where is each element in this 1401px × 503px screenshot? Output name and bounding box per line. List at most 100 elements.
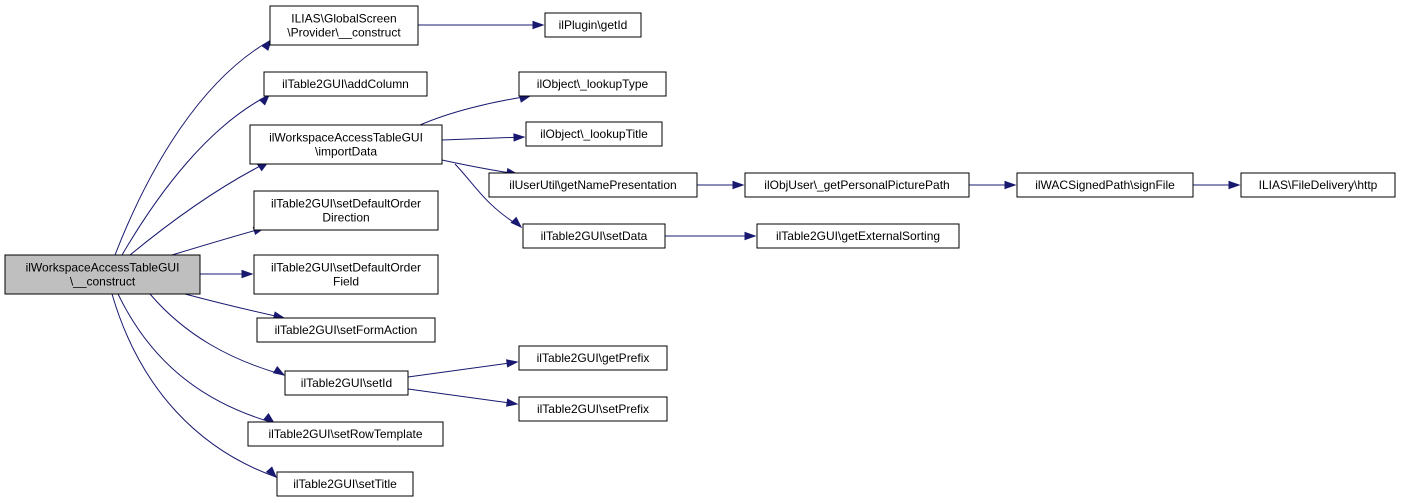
node-box	[256, 317, 436, 343]
node-setid[interactable]: ilTable2GUI\setId	[284, 370, 409, 396]
edge-root-setrowtpl	[117, 293, 276, 424]
edge-root-setdefdir	[171, 226, 266, 256]
node-box	[253, 254, 439, 295]
node-label: ilTable2GUI\setFormAction	[275, 323, 418, 337]
node-box	[276, 471, 414, 497]
node-label: ilObjUser\_getPersonalPicturePath	[764, 178, 949, 192]
edge-line	[129, 161, 269, 256]
edge-getpicpath-signfile	[969, 180, 1017, 190]
node-box	[247, 421, 444, 447]
edge-root-settitle	[111, 293, 278, 479]
edge-root-setdeffield	[200, 269, 254, 279]
node-box	[518, 71, 667, 97]
node-label: ilTable2GUI\setTitle	[293, 477, 397, 491]
edge-line	[149, 293, 285, 376]
node-box	[525, 121, 663, 147]
node-label: Field	[333, 275, 359, 289]
node-addcolumn[interactable]: ilTable2GUI\addColumn	[263, 71, 428, 97]
arrowhead-icon	[263, 413, 276, 424]
arrowhead-icon	[241, 269, 254, 279]
node-box	[269, 5, 419, 46]
edge-line	[121, 94, 270, 256]
node-lookuptitle[interactable]: ilObject\_lookupTitle	[525, 121, 663, 147]
node-box	[744, 172, 970, 198]
node-label: ILIAS\FileDelivery\http	[1259, 178, 1378, 192]
node-label: ilObject\_lookupTitle	[540, 127, 648, 141]
node-setprefix[interactable]: ilTable2GUI\setPrefix	[518, 396, 668, 422]
node-gs-construct[interactable]: ILIAS\GlobalScreen\Provider\__construct	[269, 5, 419, 46]
node-label: ilTable2GUI\addColumn	[282, 77, 409, 91]
node-getprefix[interactable]: ilTable2GUI\getPrefix	[518, 345, 668, 371]
node-box	[1016, 172, 1194, 198]
edge-importdata-setdata	[454, 163, 523, 229]
edge-line	[114, 39, 272, 256]
edge-line	[441, 136, 525, 141]
edge-line	[407, 388, 518, 405]
node-label: ilTable2GUI\setId	[301, 376, 392, 390]
node-setrowtpl[interactable]: ilTable2GUI\setRowTemplate	[247, 421, 444, 447]
edge-line	[441, 159, 518, 175]
node-label: ilPlugin\getId	[559, 18, 628, 32]
edge-line	[419, 95, 531, 126]
edge-line	[111, 293, 277, 478]
node-label: ilWorkspaceAccessTableGUI	[26, 261, 180, 275]
node-label: ilObject\_lookupType	[537, 77, 649, 91]
edge-line	[184, 293, 285, 319]
edge-setid-setprefix	[407, 388, 519, 407]
node-setformaction[interactable]: ilTable2GUI\setFormAction	[256, 317, 436, 343]
node-box	[488, 172, 698, 198]
edge-root-setid	[149, 293, 286, 376]
edge-line	[171, 227, 265, 256]
node-label: ilTable2GUI\getPrefix	[537, 351, 650, 365]
node-box	[522, 223, 666, 249]
node-label: ilTable2GUI\setData	[541, 229, 648, 243]
node-http[interactable]: ILIAS\FileDelivery\http	[1240, 172, 1396, 198]
node-setdata[interactable]: ilTable2GUI\setData	[522, 223, 666, 249]
node-label: ilTable2GUI\setDefaultOrder	[271, 261, 421, 275]
edge-importdata-lookuptitle	[441, 133, 526, 142]
node-getnamepres[interactable]: ilUserUtil\getNamePresentation	[488, 172, 698, 198]
arrowhead-icon	[265, 466, 278, 479]
node-importdata[interactable]: ilWorkspaceAccessTableGUI\importData	[249, 124, 443, 165]
node-box	[518, 396, 668, 422]
node-root[interactable]: ilWorkspaceAccessTableGUI\__construct	[4, 254, 201, 295]
node-box	[518, 345, 668, 371]
node-box	[544, 12, 642, 38]
node-label: ilTable2GUI\getExternalSorting	[776, 229, 940, 243]
node-label: \__construct	[70, 275, 136, 289]
node-plugin-getid[interactable]: ilPlugin\getId	[544, 12, 642, 38]
arrowhead-icon	[506, 359, 519, 368]
edge-line	[454, 163, 522, 228]
node-box	[284, 370, 409, 396]
node-signfile[interactable]: ilWACSignedPath\signFile	[1016, 172, 1194, 198]
edge-root-setformaction	[184, 293, 286, 320]
edge-importdata-lookuptype	[419, 94, 532, 126]
node-label: ilUserUtil\getNamePresentation	[509, 178, 676, 192]
arrowhead-icon	[1228, 180, 1241, 190]
node-label: \Provider\__construct	[287, 26, 401, 40]
node-box	[253, 190, 439, 231]
node-box	[1240, 172, 1396, 198]
node-getpicpath[interactable]: ilObjUser\_getPersonalPicturePath	[744, 172, 970, 198]
node-box	[4, 254, 201, 295]
edge-getnamepres-getpicpath	[697, 180, 745, 190]
arrowhead-icon	[732, 180, 745, 190]
node-label: ilTable2GUI\setDefaultOrder	[271, 197, 421, 211]
nodes-layer: ilWorkspaceAccessTableGUI\__construct ILI…	[4, 5, 1396, 497]
edge-signfile-http	[1193, 180, 1241, 190]
arrowhead-icon	[513, 133, 526, 142]
node-getextsort[interactable]: ilTable2GUI\getExternalSorting	[756, 223, 960, 249]
arrowhead-icon	[510, 216, 523, 229]
node-label: \importData	[315, 145, 377, 159]
edge-setid-getprefix	[407, 359, 519, 378]
arrowhead-icon	[744, 231, 757, 241]
node-settitle[interactable]: ilTable2GUI\setTitle	[276, 471, 414, 497]
arrowhead-icon	[532, 20, 545, 30]
arrowhead-icon	[506, 398, 519, 407]
edge-root-addcolumn	[121, 93, 271, 256]
node-lookuptype[interactable]: ilObject\_lookupType	[518, 71, 667, 97]
node-label: Direction	[322, 211, 369, 225]
